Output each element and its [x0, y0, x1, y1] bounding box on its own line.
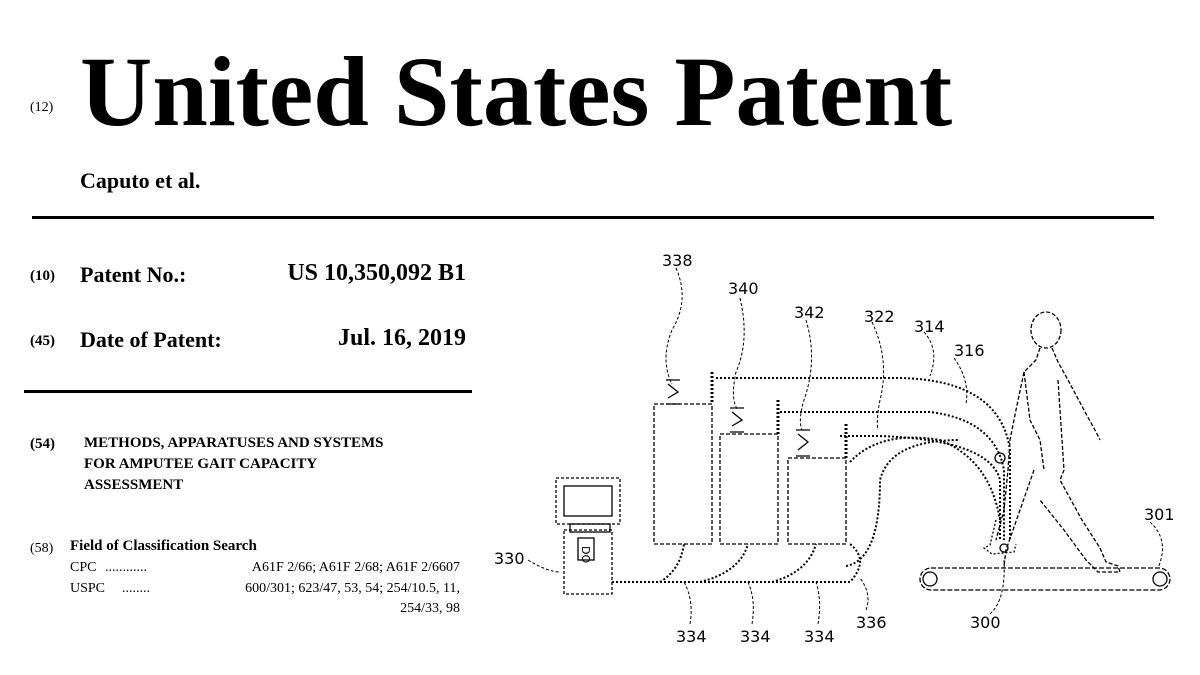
connection-lines — [612, 439, 961, 583]
monitor-unit — [555, 477, 621, 595]
ref-322: 322 — [864, 307, 895, 326]
prosthetic-device — [982, 452, 1017, 555]
header-rule — [32, 216, 1154, 219]
ref-334: 334 — [804, 627, 835, 646]
ref-334: 334 — [740, 627, 771, 646]
ref-314: 314 — [914, 317, 945, 336]
treadmill — [919, 567, 1171, 591]
ref-340: 340 — [728, 279, 759, 298]
inid-code-45: (45) — [30, 333, 55, 349]
document-title: United States Patent — [80, 36, 953, 147]
date-value: Jul. 16, 2019 — [337, 325, 466, 351]
ref-338: 338 — [662, 251, 693, 270]
section-rule — [24, 390, 472, 393]
uspc-dots: ........ — [122, 581, 150, 596]
invention-title-line: ASSESSMENT — [84, 477, 184, 493]
uspc-value: 600/301; 623/47, 53, 54; 254/10.5, 11, — [245, 581, 460, 596]
uspc-label: USPC — [70, 581, 106, 596]
ref-330: 330 — [494, 549, 525, 568]
inid-code-12: (12) — [30, 100, 54, 115]
invention-title-line: METHODS, APPARATUSES AND SYSTEMS — [84, 435, 384, 451]
uspc-value-cont: 254/33, 98 — [400, 601, 460, 616]
actuator-units — [653, 372, 848, 545]
inid-code-54: (54) — [30, 436, 55, 452]
monitor-label: DO — [579, 546, 592, 563]
invention-title: METHODS, APPARATUSES AND SYSTEMS FOR AMP… — [84, 433, 384, 496]
invention-title-line: FOR AMPUTEE GAIT CAPACITY — [84, 456, 318, 472]
ref-334: 334 — [676, 627, 707, 646]
cpc-value: A61F 2/66; A61F 2/68; A61F 2/6607 — [251, 560, 460, 575]
patent-number-label: Patent No.: — [80, 262, 187, 287]
inventors: Caputo et al. — [80, 168, 201, 193]
ref-316: 316 — [954, 341, 985, 360]
date-label: Date of Patent: — [80, 327, 222, 352]
walking-figure — [995, 311, 1121, 573]
inid-code-58: (58) — [30, 541, 54, 556]
leader-lines — [527, 267, 1163, 625]
patent-number-value: US 10,350,092 B1 — [287, 260, 466, 286]
ref-336: 336 — [856, 613, 887, 632]
ref-342: 342 — [794, 303, 825, 322]
inid-code-10: (10) — [30, 268, 55, 284]
ref-300: 300 — [970, 613, 1001, 632]
cpc-label: CPC — [70, 560, 97, 575]
cpc-dots: ............ — [105, 560, 147, 575]
classification-heading: Field of Classification Search — [70, 538, 257, 554]
patent-drawing: 338 340 342 322 314 316 301 330 334 334 … — [494, 251, 1175, 646]
ref-301: 301 — [1144, 505, 1175, 524]
